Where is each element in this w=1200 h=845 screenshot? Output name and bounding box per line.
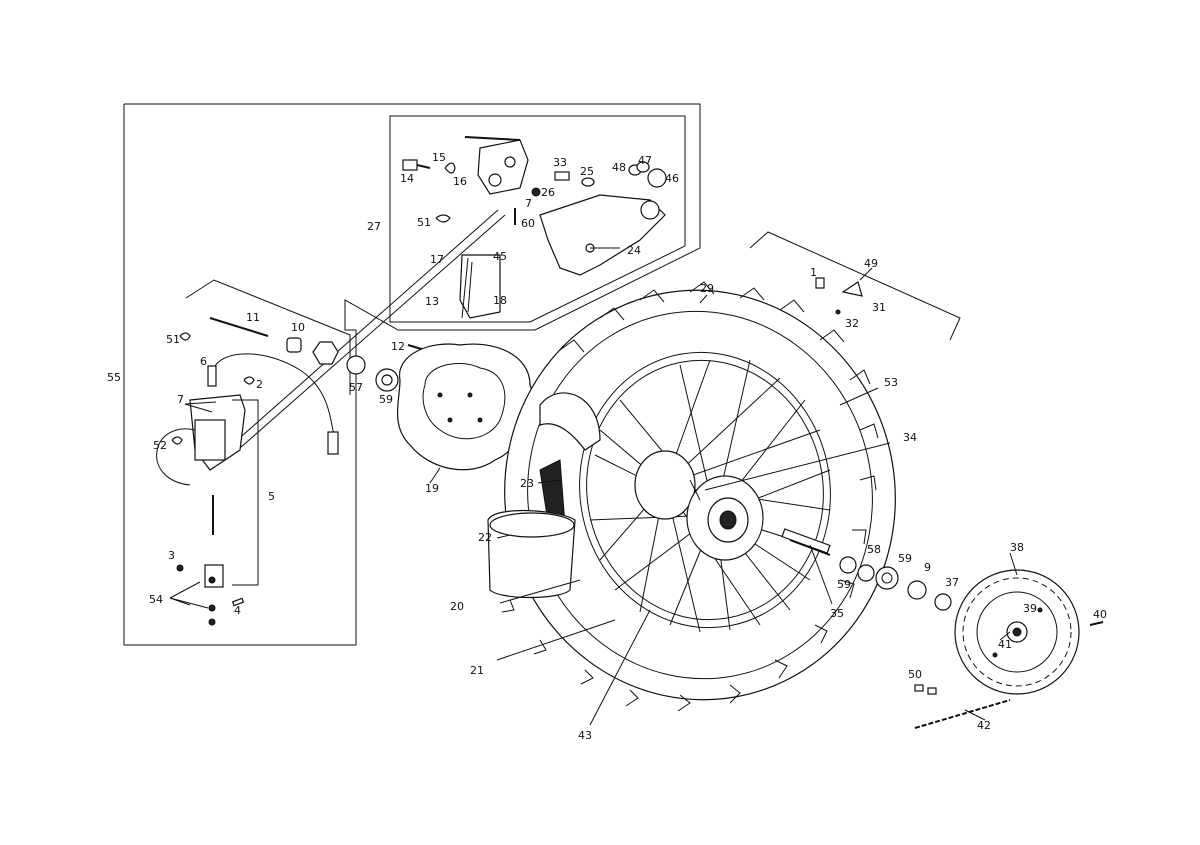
callout-51b: 51 — [417, 216, 431, 229]
callout-48: 48 — [612, 161, 626, 174]
tread-blocks — [501, 281, 879, 712]
callout-15: 15 — [432, 151, 446, 164]
callout-49: 49 — [864, 257, 878, 270]
callout-3: 3 — [168, 549, 175, 562]
callout-7b: 7 — [525, 197, 532, 210]
callout-40: 40 — [1093, 608, 1107, 621]
callout-42: 42 — [977, 719, 991, 732]
callout-31: 31 — [872, 301, 886, 314]
axle-and-spacers — [209, 317, 426, 392]
callout-7a: 7 — [177, 393, 184, 406]
callout-47: 47 — [638, 154, 652, 167]
callout-41: 41 — [998, 638, 1012, 651]
callout-57: 57 — [349, 381, 363, 394]
callout-43: 43 — [578, 729, 592, 742]
callout-59b: 59 — [837, 578, 851, 591]
callout-12: 12 — [391, 340, 405, 353]
callout-23: 23 — [520, 477, 534, 490]
callout-9: 9 — [924, 561, 931, 574]
callout-16: 16 — [453, 175, 467, 188]
drive-chain — [914, 684, 1011, 729]
rear-wheel — [487, 281, 896, 712]
callout-labels: 1 2 3 4 5 6 7 7 9 10 11 12 13 14 15 16 1… — [107, 151, 1107, 742]
callout-39: 39 — [1023, 602, 1037, 615]
callout-26: 26 — [541, 186, 555, 199]
callout-38: 38 — [1010, 541, 1024, 554]
brake-hose — [231, 214, 506, 456]
callout-27: 27 — [367, 220, 381, 233]
callout-17: 17 — [430, 253, 444, 266]
callout-60: 60 — [521, 217, 535, 230]
callout-35: 35 — [830, 607, 844, 620]
callout-6: 6 — [200, 355, 207, 368]
callout-21: 21 — [470, 664, 484, 677]
callout-2: 2 — [256, 378, 263, 391]
callout-37: 37 — [945, 576, 959, 589]
callout-32: 32 — [845, 317, 859, 330]
callout-51a: 51 — [166, 333, 180, 346]
callout-29: 29 — [700, 282, 714, 295]
callout-34: 34 — [903, 431, 917, 444]
callout-53: 53 — [884, 376, 898, 389]
sprocket-hardware — [815, 277, 863, 315]
callout-45: 45 — [493, 250, 507, 263]
hardware-frame — [749, 231, 961, 341]
rear-sprocket — [954, 569, 1104, 695]
callout-52: 52 — [153, 439, 167, 452]
callout-11: 11 — [246, 311, 260, 324]
callout-59c: 59 — [898, 552, 912, 565]
callout-22: 22 — [478, 531, 492, 544]
callout-18: 18 — [493, 294, 507, 307]
callout-13: 13 — [425, 295, 439, 308]
callout-58: 58 — [867, 543, 881, 556]
callout-50: 50 — [908, 668, 922, 681]
callout-25: 25 — [580, 165, 594, 178]
callout-19: 19 — [425, 482, 439, 495]
callout-33: 33 — [553, 156, 567, 169]
callout-46: 46 — [665, 172, 679, 185]
callout-59a: 59 — [379, 393, 393, 406]
callout-1: 1 — [810, 266, 817, 279]
callout-14: 14 — [400, 172, 414, 185]
brake-caliper-group — [402, 136, 667, 319]
callout-10: 10 — [291, 321, 305, 334]
master-cylinder-group — [156, 332, 339, 626]
callout-4: 4 — [234, 604, 241, 617]
callout-24: 24 — [627, 244, 641, 257]
callout-55: 55 — [107, 371, 121, 384]
callout-5: 5 — [268, 490, 275, 503]
leader-lines — [169, 247, 1018, 726]
callout-20: 20 — [450, 600, 464, 613]
right-side-axle-parts — [781, 528, 952, 611]
callout-54: 54 — [149, 593, 163, 606]
